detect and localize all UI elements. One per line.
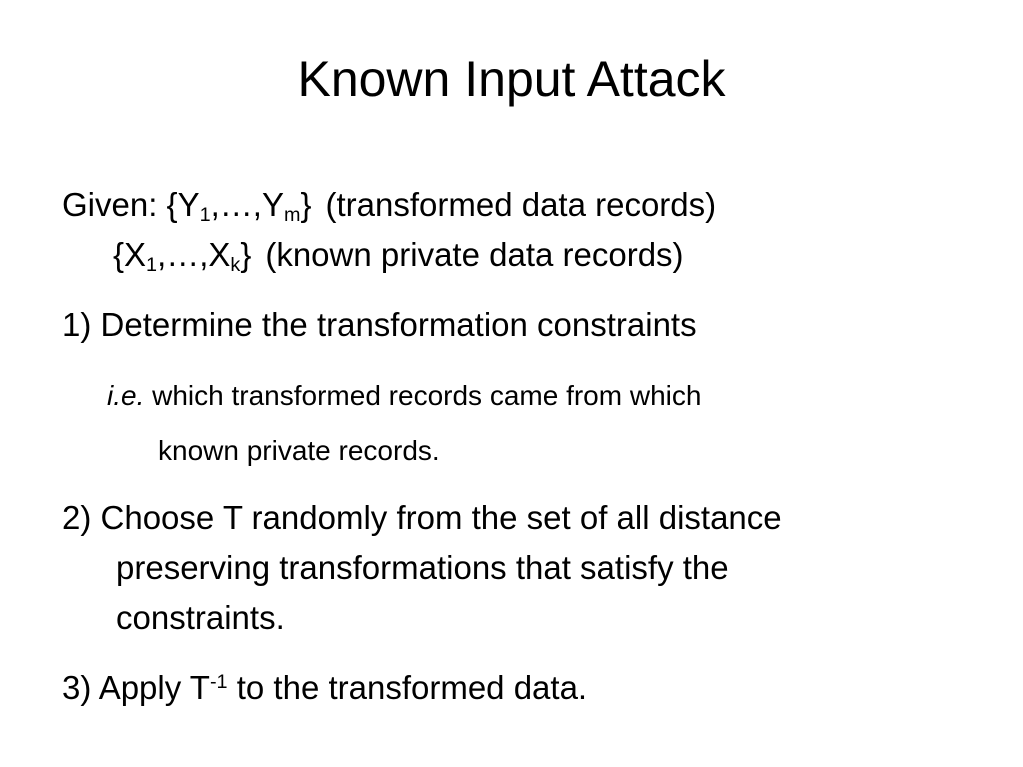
step1-ie: i.e.	[107, 380, 145, 411]
step3-line: 3) Apply T-1 to the transformed data.	[62, 668, 587, 708]
x-set-note: (known private data records)	[265, 236, 684, 273]
y-set-open: {Y	[166, 186, 200, 223]
step3-prefix: 3) Apply T	[62, 669, 210, 706]
y-set-close: }	[300, 186, 312, 223]
x-set-middle: ,…,X	[157, 236, 231, 273]
x-set-close: }	[240, 236, 252, 273]
step3-suffix: to the transformed data.	[227, 669, 588, 706]
y-set-sub-first: 1	[199, 203, 211, 226]
step3-sup: -1	[209, 671, 228, 694]
given-y-line: Given: {Y1,…,Ym} (transformed data record…	[62, 185, 716, 225]
step2-line2: preserving transformations that satisfy …	[116, 549, 729, 586]
step2-line3: constraints.	[116, 599, 285, 636]
step2-line1: 2) Choose T randomly from the set of all…	[62, 499, 782, 536]
step1-text: 1) Determine the transformation constrai…	[62, 306, 697, 343]
given-x-line: {X1,…,Xk} (known private data records)	[113, 235, 684, 275]
x-set-sub-first: 1	[146, 253, 158, 276]
step1-detail-line2: known private records.	[158, 435, 440, 466]
step1-detail-line1: i.e. which transformed records came from…	[107, 379, 701, 413]
y-set-sub-last: m	[283, 203, 301, 226]
slide-title: Known Input Attack	[297, 51, 726, 107]
x-set-open: {X	[113, 236, 147, 273]
given-label: Given:	[62, 186, 158, 223]
step1-detail-text1: which transformed records came from whic…	[144, 380, 702, 411]
x-set-sub-last: k	[230, 253, 241, 276]
y-set-note: (transformed data records)	[325, 186, 717, 223]
y-set-middle: ,…,Y	[210, 186, 284, 223]
